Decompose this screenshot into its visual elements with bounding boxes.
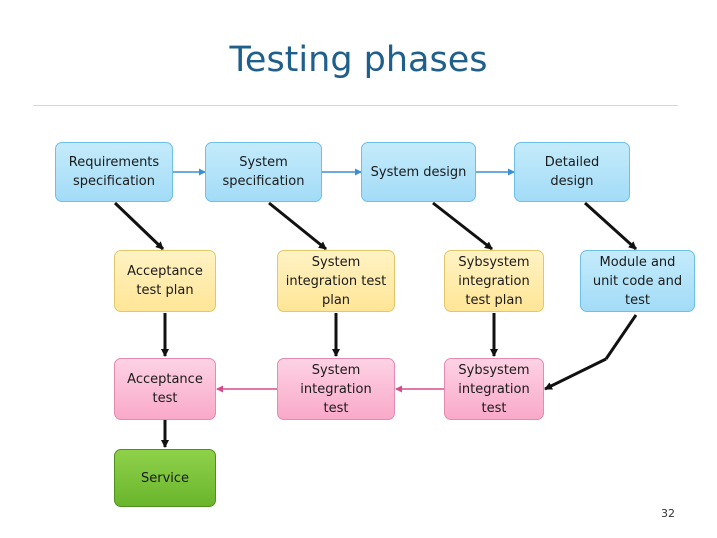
system-specification-box: System specification — [205, 142, 322, 202]
subsystem-integration-test-box: Sybsystem integration test — [444, 358, 544, 420]
service-box: Service — [114, 449, 216, 507]
page-number: 32 — [661, 507, 675, 520]
system-design-box: System design — [361, 142, 476, 202]
arrow-req-to-acc-plan — [113, 201, 165, 251]
arrow-module-to-subsit — [544, 357, 607, 391]
subsystem-integration-test-plan-box: Sybsystem integration test plan — [444, 250, 544, 312]
module-unit-code-test-box: Module and unit code and test — [580, 250, 695, 312]
title-divider — [33, 105, 678, 106]
arrow-detailed-to-module — [583, 201, 638, 251]
acceptance-test-plan-box: Acceptance test plan — [114, 250, 216, 312]
slide-title: Testing phases — [229, 40, 488, 80]
arrow-sysdesign-to-subsit-plan — [432, 201, 493, 251]
acceptance-test-box: Acceptance test — [114, 358, 216, 420]
arrow-sysspec-to-sit-plan — [268, 201, 327, 251]
system-integration-test-box: System integration test — [277, 358, 395, 420]
system-integration-test-plan-box: System integration test plan — [277, 250, 395, 312]
detailed-design-box: Detailed design — [514, 142, 630, 202]
requirements-specification-box: Requirements specification — [55, 142, 173, 202]
arrow-module-down — [604, 314, 638, 360]
